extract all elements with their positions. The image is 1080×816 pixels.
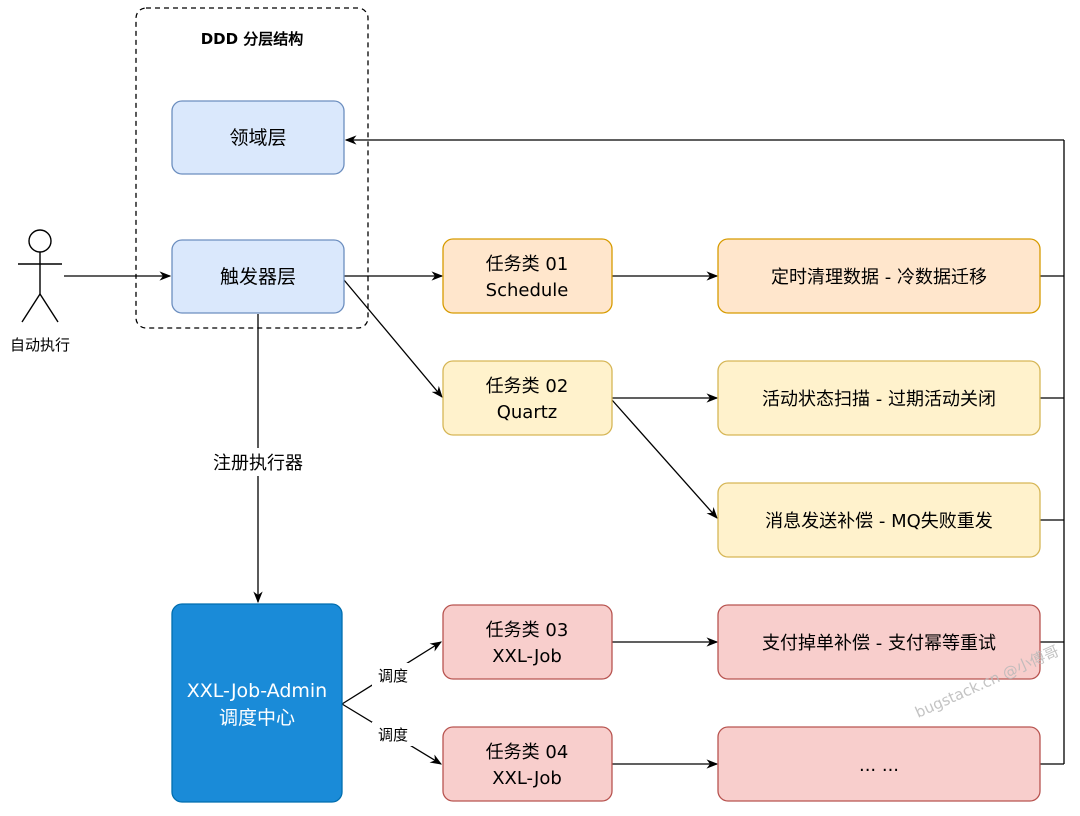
- svg-text:调度: 调度: [378, 726, 408, 744]
- svg-text:消息发送补偿 - MQ失败重发: 消息发送补偿 - MQ失败重发: [765, 511, 993, 532]
- edge-trigger-to-task02: [343, 279, 443, 398]
- actor-figure: 自动执行: [10, 229, 70, 354]
- node-task-01[interactable]: 任务类 01 Schedule: [442, 238, 613, 314]
- edge-label-register: 注册执行器: [196, 448, 320, 476]
- svg-text:调度中心: 调度中心: [219, 707, 295, 729]
- edge-task02-to-mq-job: [611, 399, 718, 519]
- ddd-layer-group: DDD 分层结构: [135, 7, 369, 329]
- edge-label-dispatch-1: 调度: [372, 663, 414, 687]
- node-task-04[interactable]: 任务类 04 XXL-Job: [442, 726, 613, 802]
- node-job-pay-compensate[interactable]: 支付掉单补偿 - 支付幂等重试: [717, 604, 1041, 680]
- node-task-03[interactable]: 任务类 03 XXL-Job: [442, 604, 613, 680]
- svg-text:领域层: 领域层: [229, 127, 286, 149]
- svg-text:任务类 03: 任务类 03: [486, 620, 569, 641]
- svg-text:任务类 02: 任务类 02: [486, 376, 569, 397]
- svg-text:调度: 调度: [378, 667, 408, 685]
- node-job-cold-data[interactable]: 定时清理数据 - 冷数据迁移: [717, 238, 1041, 314]
- svg-text:触发器层: 触发器层: [220, 266, 296, 288]
- svg-text:任务类 04: 任务类 04: [486, 742, 569, 763]
- node-job-activity-scan[interactable]: 活动状态扫描 - 过期活动关闭: [717, 360, 1041, 436]
- svg-text:任务类 01: 任务类 01: [486, 254, 569, 275]
- svg-text:支付掉单补偿 - 支付幂等重试: 支付掉单补偿 - 支付幂等重试: [762, 633, 996, 654]
- node-xxl-job-admin[interactable]: XXL-Job-Admin 调度中心: [171, 603, 343, 803]
- svg-text:注册执行器: 注册执行器: [213, 453, 303, 474]
- svg-text:定时清理数据 - 冷数据迁移: 定时清理数据 - 冷数据迁移: [771, 267, 987, 288]
- edge-label-dispatch-2: 调度: [372, 722, 414, 746]
- actor-label: 自动执行: [10, 336, 70, 354]
- svg-text:XXL-Job: XXL-Job: [492, 646, 562, 667]
- svg-text:Quartz: Quartz: [497, 402, 558, 423]
- node-job-mq-compensate[interactable]: 消息发送补偿 - MQ失败重发: [717, 482, 1041, 558]
- node-task-02[interactable]: 任务类 02 Quartz: [442, 360, 613, 436]
- node-job-more[interactable]: ... ...: [717, 726, 1041, 802]
- node-domain-layer[interactable]: 领域层: [171, 100, 345, 175]
- ddd-group-title: DDD 分层结构: [201, 30, 304, 48]
- svg-text:XXL-Job: XXL-Job: [492, 768, 562, 789]
- svg-text:XXL-Job-Admin: XXL-Job-Admin: [187, 680, 327, 702]
- node-trigger-layer[interactable]: 触发器层: [171, 239, 345, 314]
- svg-text:Schedule: Schedule: [486, 280, 569, 301]
- svg-text:活动状态扫描 - 过期活动关闭: 活动状态扫描 - 过期活动关闭: [762, 389, 996, 410]
- svg-text:... ...: ... ...: [859, 755, 899, 776]
- actor-head: [28, 229, 52, 253]
